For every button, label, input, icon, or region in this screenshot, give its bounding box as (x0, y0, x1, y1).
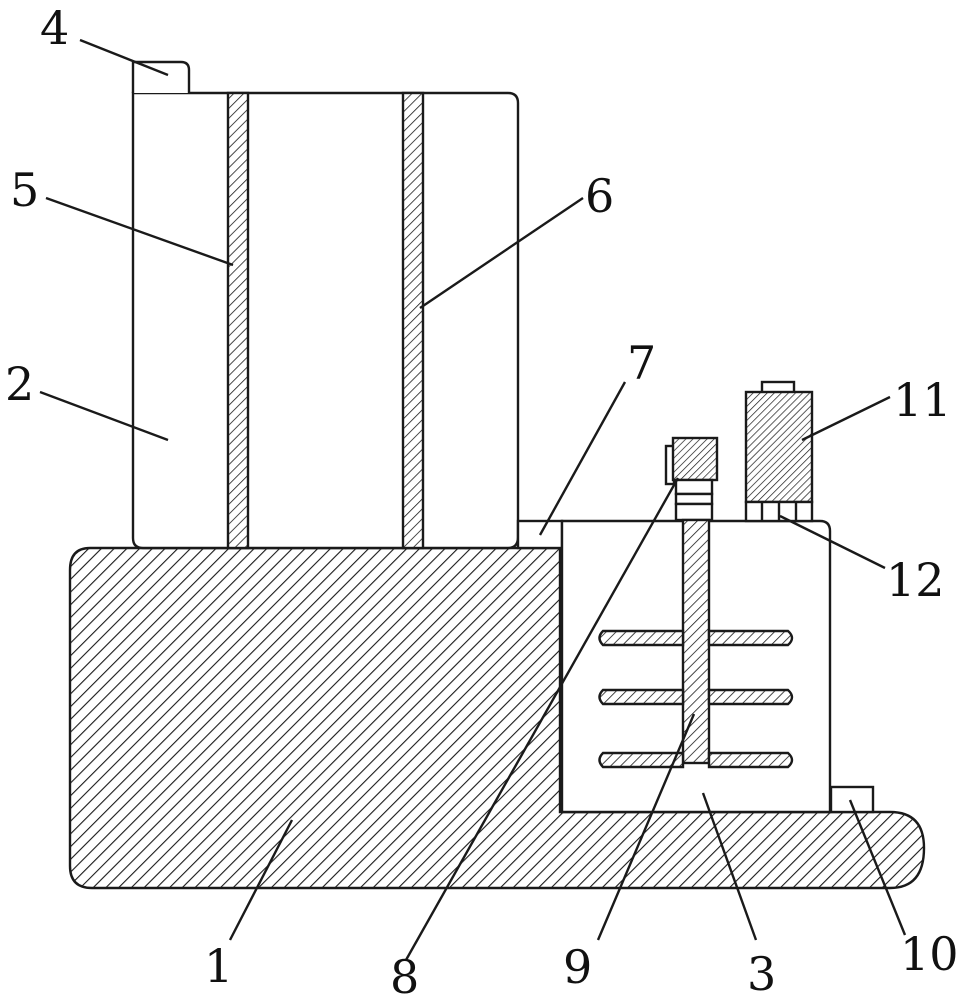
label-9: 9 (563, 940, 592, 994)
leader-lines (39, 38, 907, 961)
label-8: 8 (390, 950, 419, 1000)
label-5: 5 (10, 163, 39, 217)
outlet (829, 785, 875, 814)
partition-right (401, 91, 425, 550)
base-body (68, 546, 926, 890)
motor (664, 436, 719, 522)
tank-body (131, 91, 520, 550)
stirring-blades (598, 629, 794, 769)
label-6: 6 (585, 169, 614, 223)
label-12: 12 (886, 553, 945, 607)
cap (131, 60, 191, 93)
label-11: 11 (893, 373, 952, 427)
stirring-shaft (681, 518, 711, 765)
feed-valve (744, 500, 814, 523)
label-1: 1 (204, 939, 233, 993)
label-10: 10 (900, 927, 959, 981)
label-7: 7 (627, 336, 656, 390)
partition-left (226, 91, 250, 550)
label-4: 4 (40, 1, 69, 55)
label-3: 3 (747, 947, 776, 1000)
feed-bottle (744, 380, 814, 504)
label-2: 2 (5, 357, 34, 411)
